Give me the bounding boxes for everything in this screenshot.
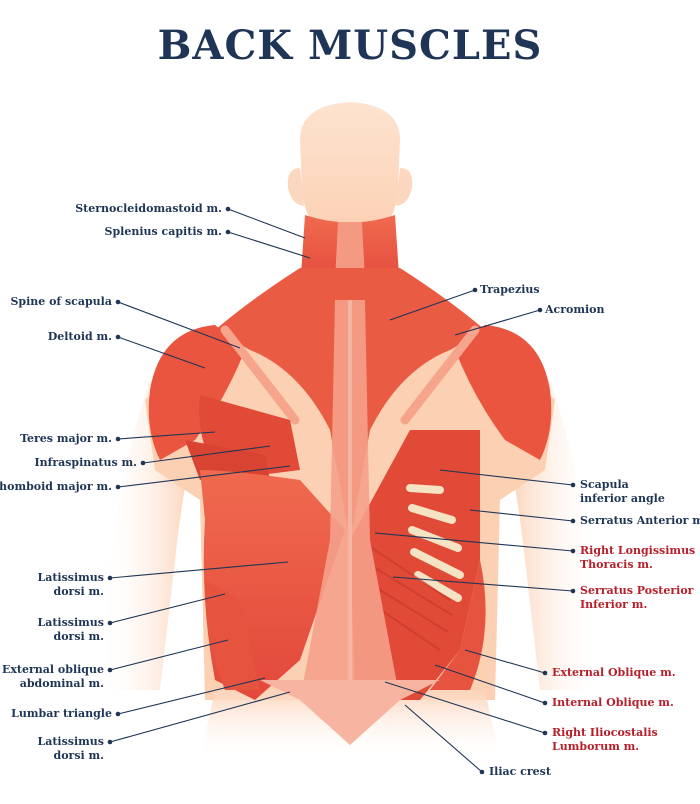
label-line: Latissimus — [37, 735, 104, 748]
label-line: Spine of scapula — [10, 295, 112, 308]
label-teres-major: Teres major m. — [20, 432, 112, 446]
label-infraspinatus: Infraspinatus m. — [34, 456, 137, 470]
label-line: Latissimus — [37, 616, 104, 629]
label-acromion: Acromion — [545, 303, 605, 317]
label-external-oblique: External Oblique m. — [552, 666, 676, 680]
leader-lines-right — [374, 289, 574, 773]
label-line: Trapezius — [480, 283, 540, 296]
label-line: dorsi m. — [53, 630, 105, 643]
label-line: abdominal m. — [19, 677, 104, 690]
leader-dots-left — [107, 206, 231, 745]
leader-lines-left — [109, 208, 311, 743]
label-line: Splenius capitis m. — [104, 225, 222, 238]
label-line: Serratus Anterior m. — [580, 514, 700, 527]
label-line: Acromion — [545, 303, 605, 316]
deltoid-left-shape — [148, 325, 245, 460]
label-line: dorsi m. — [53, 749, 105, 762]
label-spine-of-scapula: Spine of scapula — [10, 295, 112, 309]
page-title: BACK MUSCLES — [157, 22, 543, 69]
label-line: inferior angle — [580, 492, 665, 505]
label-line: Internal Oblique m. — [552, 696, 674, 709]
label-line: Infraspinatus m. — [34, 456, 137, 469]
label-line: Serratus Posterior — [580, 584, 694, 597]
lumbar-fascia — [260, 680, 440, 745]
label-line: Right Iliocostalis — [552, 726, 658, 739]
label-sternocleidomastoid: Sternocleidomastoid m. — [75, 202, 222, 216]
label-line: Right Longissimus — [580, 544, 696, 557]
label-line: Latissimus — [37, 571, 104, 584]
label-serratus-anterior: Serratus Anterior m. — [580, 514, 700, 528]
label-line: Deltoid m. — [47, 330, 112, 343]
label-line: Rhomboid major m. — [0, 480, 112, 493]
label-deltoid: Deltoid m. — [48, 330, 112, 344]
label-line: dorsi m. — [53, 585, 105, 598]
oblique-left-shape — [205, 580, 260, 690]
oblique-right-shape — [430, 560, 486, 690]
scapula-spine-right — [400, 325, 480, 425]
label-internal-oblique: Internal Oblique m. — [552, 696, 674, 710]
label-line: Thoracis m. — [580, 558, 653, 571]
label-line: Sternocleidomastoid m. — [75, 202, 222, 215]
label-line: Lumborum m. — [552, 740, 640, 753]
deltoid-right-shape — [455, 325, 552, 460]
ear-left — [287, 168, 304, 206]
label-lumbar-triangle: Lumbar triangle — [11, 707, 112, 721]
scapula-spine-left — [220, 325, 300, 425]
label-splenius-capitis: Splenius capitis m. — [105, 225, 222, 239]
label-line: Iliac crest — [489, 765, 551, 778]
label-line: External oblique — [1, 663, 104, 676]
label-line: Teres major m. — [20, 432, 112, 445]
label-iliac-crest: Iliac crest — [489, 765, 551, 779]
label-line: Scapula — [580, 478, 629, 491]
label-rhomboid-major: Rhomboid major m. — [0, 480, 112, 494]
label-line: Lumbar triangle — [11, 707, 112, 720]
ear-right — [396, 168, 413, 206]
label-line: External Oblique m. — [552, 666, 676, 679]
label-line: Inferior m. — [580, 598, 648, 611]
teres-shape — [185, 440, 270, 480]
head-silhouette — [300, 102, 400, 235]
label-trapezius: Trapezius — [480, 283, 540, 297]
leader-dots-right — [472, 287, 576, 775]
